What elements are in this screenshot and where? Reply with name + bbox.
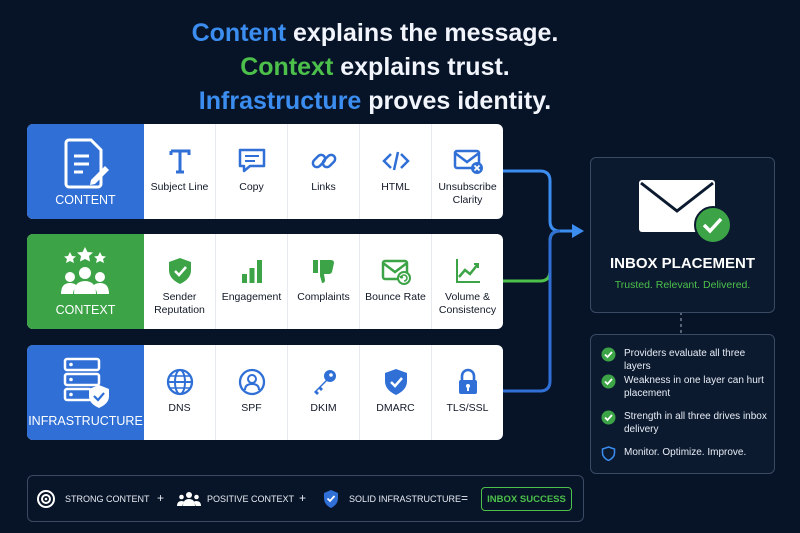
- mail-bounce-icon: [360, 256, 431, 286]
- checklist-card: Providers evaluate all three layers Weak…: [590, 334, 775, 474]
- code-icon: [360, 146, 431, 176]
- headline-line-2: Context explains trust.: [240, 53, 510, 81]
- chat-bubble-icon: [216, 146, 287, 176]
- infrastructure-label-block: INFRASTRUCTURE: [27, 345, 144, 440]
- item-html: HTML: [359, 124, 431, 219]
- check-circle-icon: [601, 374, 616, 389]
- item-copy: Copy: [215, 124, 287, 219]
- target-icon: [37, 489, 55, 508]
- list-item: Monitor. Optimize. Improve.: [601, 446, 768, 461]
- text-t-icon: [144, 146, 215, 176]
- item-dkim: DKIM: [287, 345, 359, 440]
- check-circle-icon: [601, 410, 616, 425]
- footer-solid-infrastructure: SOLID INFRASTRUCTURE: [322, 476, 461, 521]
- mail-x-icon: [432, 146, 503, 176]
- line-chart-icon: [432, 256, 503, 286]
- shield-check-icon: [360, 367, 431, 397]
- item-unsubscribe-clarity: Unsubscribe Clarity: [431, 124, 503, 219]
- item-tls-ssl: TLS/SSL: [431, 345, 503, 440]
- document-pen-icon: [27, 134, 144, 190]
- envelope-check-icon: [637, 178, 737, 251]
- shield-check-icon: [324, 489, 338, 508]
- context-label: CONTEXT: [55, 303, 116, 317]
- item-bounce-rate: Bounce Rate: [359, 234, 431, 329]
- people-icon: [177, 491, 201, 506]
- link-icon: [288, 146, 359, 176]
- list-item: Strength in all three drives inbox deliv…: [601, 410, 768, 436]
- check-circle-icon: [601, 347, 616, 362]
- shield-check-icon: [144, 256, 215, 286]
- infrastructure-panel: INFRASTRUCTURE DNS SPF DKIM DMARC TLS/SS…: [27, 345, 503, 440]
- infrastructure-label: INFRASTRUCTURE: [28, 414, 143, 428]
- inbox-placement-card: INBOX PLACEMENT Trusted. Relevant. Deliv…: [590, 157, 775, 313]
- headline-line-3: Infrastructure proves identity.: [198, 87, 552, 115]
- item-sender-reputation: Sender Reputation: [144, 234, 215, 329]
- plus-sign: +: [299, 491, 307, 505]
- people-stars-icon: [27, 244, 144, 300]
- content-label: CONTENT: [55, 193, 116, 207]
- item-engagement: Engagement: [215, 234, 287, 329]
- bar-chart-icon: [216, 256, 287, 286]
- inbox-success-badge: INBOX SUCCESS: [481, 487, 572, 511]
- content-label-block: CONTENT: [27, 124, 144, 219]
- footer-equation: STRONG CONTENT + POSITIVE CONTEXT + SOLI…: [27, 475, 584, 522]
- context-label-block: CONTEXT: [27, 234, 144, 329]
- item-dmarc: DMARC: [359, 345, 431, 440]
- item-spf: SPF: [215, 345, 287, 440]
- headline: Content explains the message. Context ex…: [0, 16, 750, 118]
- inbox-subtitle: Trusted. Relevant. Delivered.: [614, 279, 751, 291]
- headline-line-1: Content explains the message.: [191, 19, 559, 47]
- list-item: Weakness in one layer can hurt placement: [601, 374, 768, 400]
- content-panel: CONTENT Subject Line Copy Links HTML Uns…: [27, 124, 503, 219]
- server-shield-icon: [27, 355, 144, 411]
- equals-sign: =: [461, 491, 469, 505]
- footer-positive-context: POSITIVE CONTEXT: [177, 476, 294, 521]
- list-item: Providers evaluate all three layers: [601, 347, 768, 373]
- user-circle-icon: [216, 367, 287, 397]
- inbox-title: INBOX PLACEMENT: [609, 255, 755, 272]
- item-links: Links: [287, 124, 359, 219]
- item-subject-line: Subject Line: [144, 124, 215, 219]
- footer-strong-content: STRONG CONTENT: [36, 476, 150, 521]
- item-complaints: Complaints: [287, 234, 359, 329]
- plus-sign: +: [157, 491, 165, 505]
- lock-icon: [432, 367, 503, 397]
- item-volume-consistency: Volume & Consistency: [431, 234, 503, 329]
- globe-icon: [144, 367, 215, 397]
- shield-check-icon: [601, 446, 616, 461]
- item-dns: DNS: [144, 345, 215, 440]
- key-icon: [288, 367, 359, 397]
- thumbs-down-icon: [288, 256, 359, 286]
- context-panel: CONTEXT Sender Reputation Engagement Com…: [27, 234, 503, 329]
